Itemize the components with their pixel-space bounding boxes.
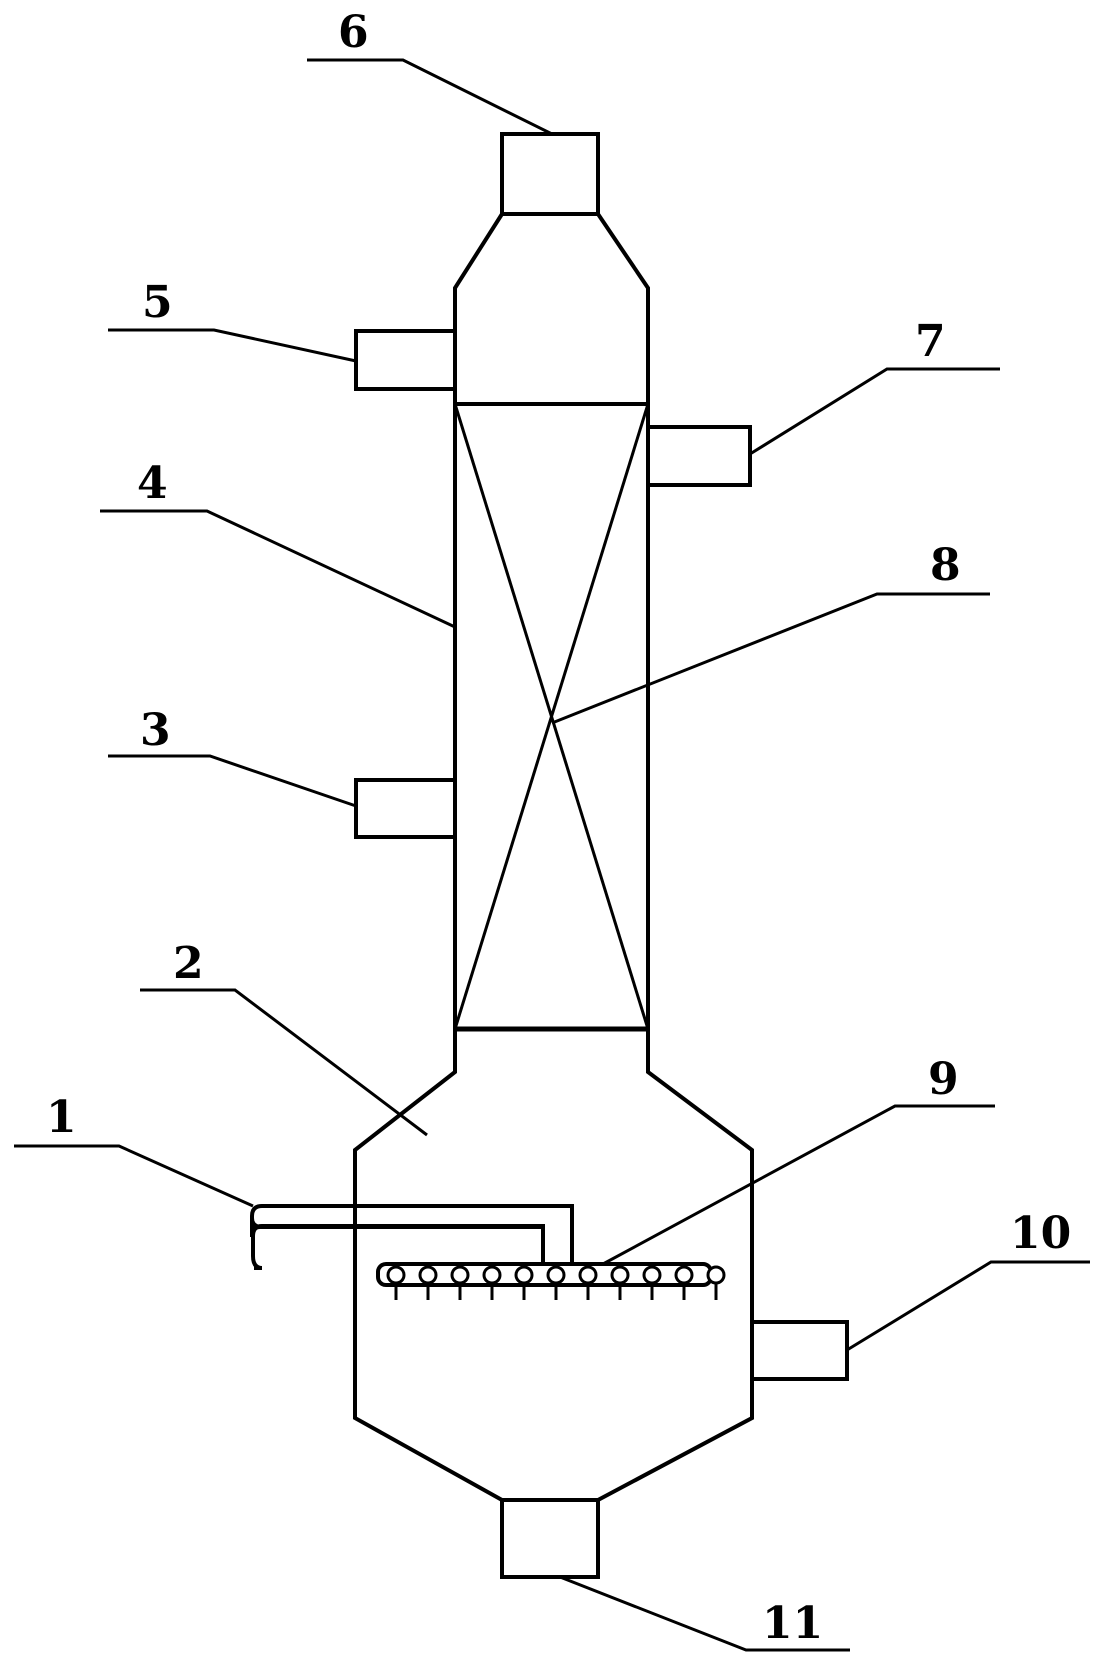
leader-6 bbox=[307, 58, 553, 136]
packing-cross-line-b bbox=[453, 403, 650, 1030]
upper-left-nozzle bbox=[354, 329, 457, 391]
label-10: 10 bbox=[1010, 1208, 1071, 1259]
column-right-wall bbox=[596, 212, 754, 1502]
distributor-nozzle bbox=[514, 1265, 534, 1300]
inlet-pipe bbox=[251, 1224, 545, 1270]
distributor-nozzle bbox=[450, 1265, 470, 1300]
bottom-outlet-nozzle bbox=[500, 1498, 600, 1579]
leader-3 bbox=[108, 754, 357, 808]
label-11: 11 bbox=[762, 1598, 823, 1649]
nozzle-head-circle bbox=[418, 1265, 438, 1285]
distributor-nozzle bbox=[546, 1265, 566, 1300]
nozzle-head-circle bbox=[546, 1265, 566, 1285]
label-9: 9 bbox=[928, 1054, 959, 1105]
distributor-nozzle bbox=[386, 1265, 406, 1300]
distributor-nozzle bbox=[706, 1265, 726, 1300]
leader-1 bbox=[14, 1144, 254, 1208]
nozzle-head-circle bbox=[642, 1265, 662, 1285]
label-2: 2 bbox=[173, 938, 204, 989]
distributor-nozzle bbox=[642, 1265, 662, 1300]
nozzle-head-circle bbox=[610, 1265, 630, 1285]
label-3: 3 bbox=[140, 705, 171, 756]
upper-right-nozzle bbox=[646, 425, 752, 487]
top-outlet-nozzle bbox=[500, 132, 600, 216]
label-5: 5 bbox=[142, 277, 173, 328]
inlet-pipe-body bbox=[250, 1204, 574, 1264]
label-8: 8 bbox=[930, 540, 961, 591]
lower-right-nozzle bbox=[750, 1320, 849, 1381]
leader-7 bbox=[749, 367, 1000, 456]
nozzle-head-circle bbox=[578, 1265, 598, 1285]
middle-left-nozzle bbox=[354, 778, 457, 839]
leader-5 bbox=[108, 328, 357, 363]
nozzle-head-circle bbox=[514, 1265, 534, 1285]
leader-9 bbox=[602, 1104, 995, 1266]
leader-4 bbox=[100, 509, 456, 629]
nozzle-head-circle bbox=[706, 1265, 726, 1285]
nozzle-head-circle bbox=[386, 1265, 406, 1285]
leader-2 bbox=[140, 988, 428, 1137]
column-left-wall bbox=[353, 212, 504, 1502]
distributor-nozzle bbox=[418, 1265, 438, 1300]
label-1: 1 bbox=[46, 1092, 77, 1143]
distributor-nozzle bbox=[578, 1265, 598, 1300]
label-7: 7 bbox=[915, 316, 946, 367]
distributor-nozzle-group bbox=[386, 1265, 726, 1300]
nozzle-head-circle bbox=[450, 1265, 470, 1285]
distributor-nozzle bbox=[610, 1265, 630, 1300]
distributor-nozzle bbox=[674, 1265, 694, 1300]
label-6: 6 bbox=[338, 7, 369, 58]
nozzle-head-circle bbox=[482, 1265, 502, 1285]
nozzle-head-circle bbox=[674, 1265, 694, 1285]
label-4: 4 bbox=[137, 458, 168, 509]
distributor-nozzle bbox=[482, 1265, 502, 1300]
leader-10 bbox=[846, 1260, 1090, 1352]
leader-11 bbox=[559, 1575, 850, 1652]
leader-8 bbox=[551, 592, 990, 725]
